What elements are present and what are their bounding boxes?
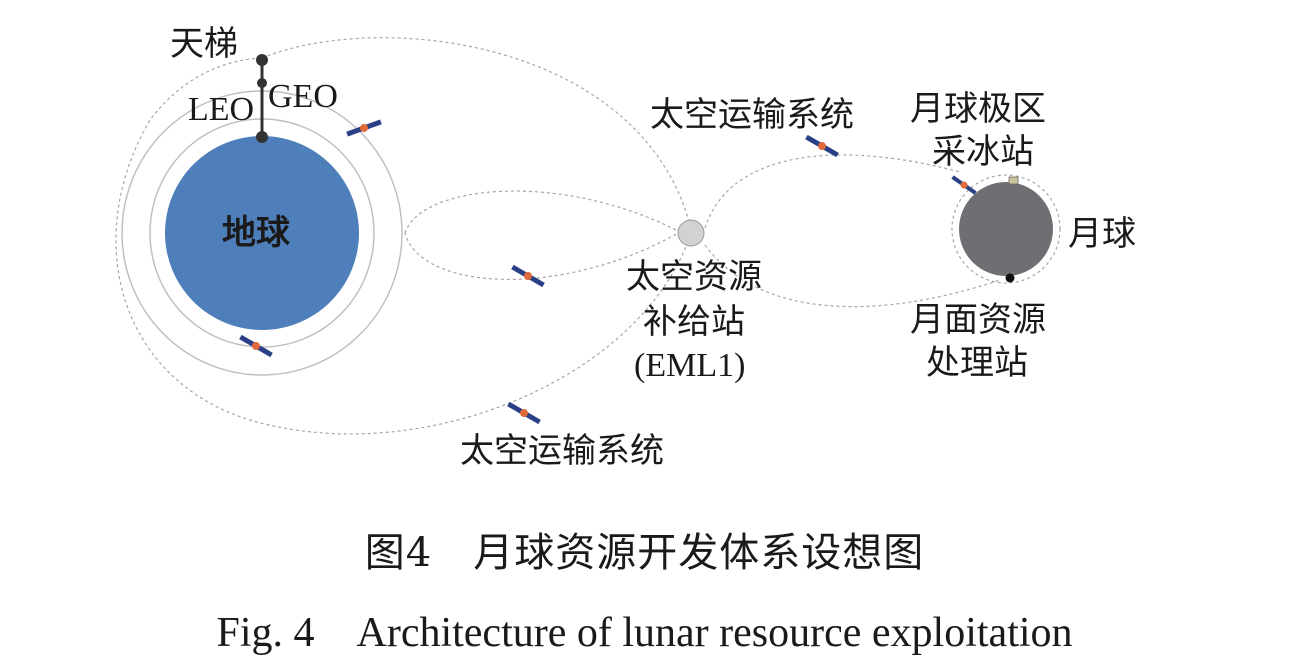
earth-label: 地球 [222, 213, 291, 253]
lunar-polar-ice-station-label-line1: 月球极区 [910, 89, 1046, 129]
leo-label: LEO [188, 91, 254, 128]
lunar-polar-ice-station-marker [1008, 176, 1019, 185]
space-transport-label-bottom: 太空运输系统 [460, 431, 664, 471]
eml1-to-moon-upper-trajectory [704, 154, 961, 229]
space-elevator-label: 天梯 [170, 24, 238, 64]
eml1-station [677, 219, 705, 247]
lunar-surface-station-label-line1: 月面资源 [910, 300, 1046, 340]
space-elevator [256, 54, 268, 143]
satellite-icon [951, 175, 977, 195]
satellite-icon [346, 119, 382, 137]
outer-transfer-orbit [115, 57, 691, 435]
moon-label: 月球 [1068, 214, 1136, 254]
lunar-polar-ice-station-label-line2: 采冰站 [932, 132, 1034, 172]
space-transport-label-top: 太空运输系统 [650, 95, 854, 135]
figure-caption-english: Fig. 4 Architecture of lunar resource ex… [216, 610, 1073, 656]
satellite-icon [805, 134, 839, 158]
eml1-label-line1: 太空资源 [626, 257, 762, 297]
moon-orbit [951, 174, 1061, 284]
lunar-surface-station-label-line2: 处理站 [926, 343, 1028, 383]
geo-label: GEO [268, 78, 338, 115]
eml1-label-line2: 补给站 [643, 302, 745, 342]
moon [959, 182, 1053, 276]
elevator-to-eml1-trajectory [261, 37, 691, 226]
earth [165, 136, 359, 330]
satellite-icon [511, 264, 545, 288]
satellite-icon [507, 401, 541, 425]
lunar-surface-station-marker [1005, 273, 1015, 283]
figure-caption-chinese: 图4 月球资源开发体系设想图 [364, 530, 925, 576]
satellite-icon [239, 334, 273, 358]
eml1-label-line3: (EML1) [634, 347, 745, 384]
